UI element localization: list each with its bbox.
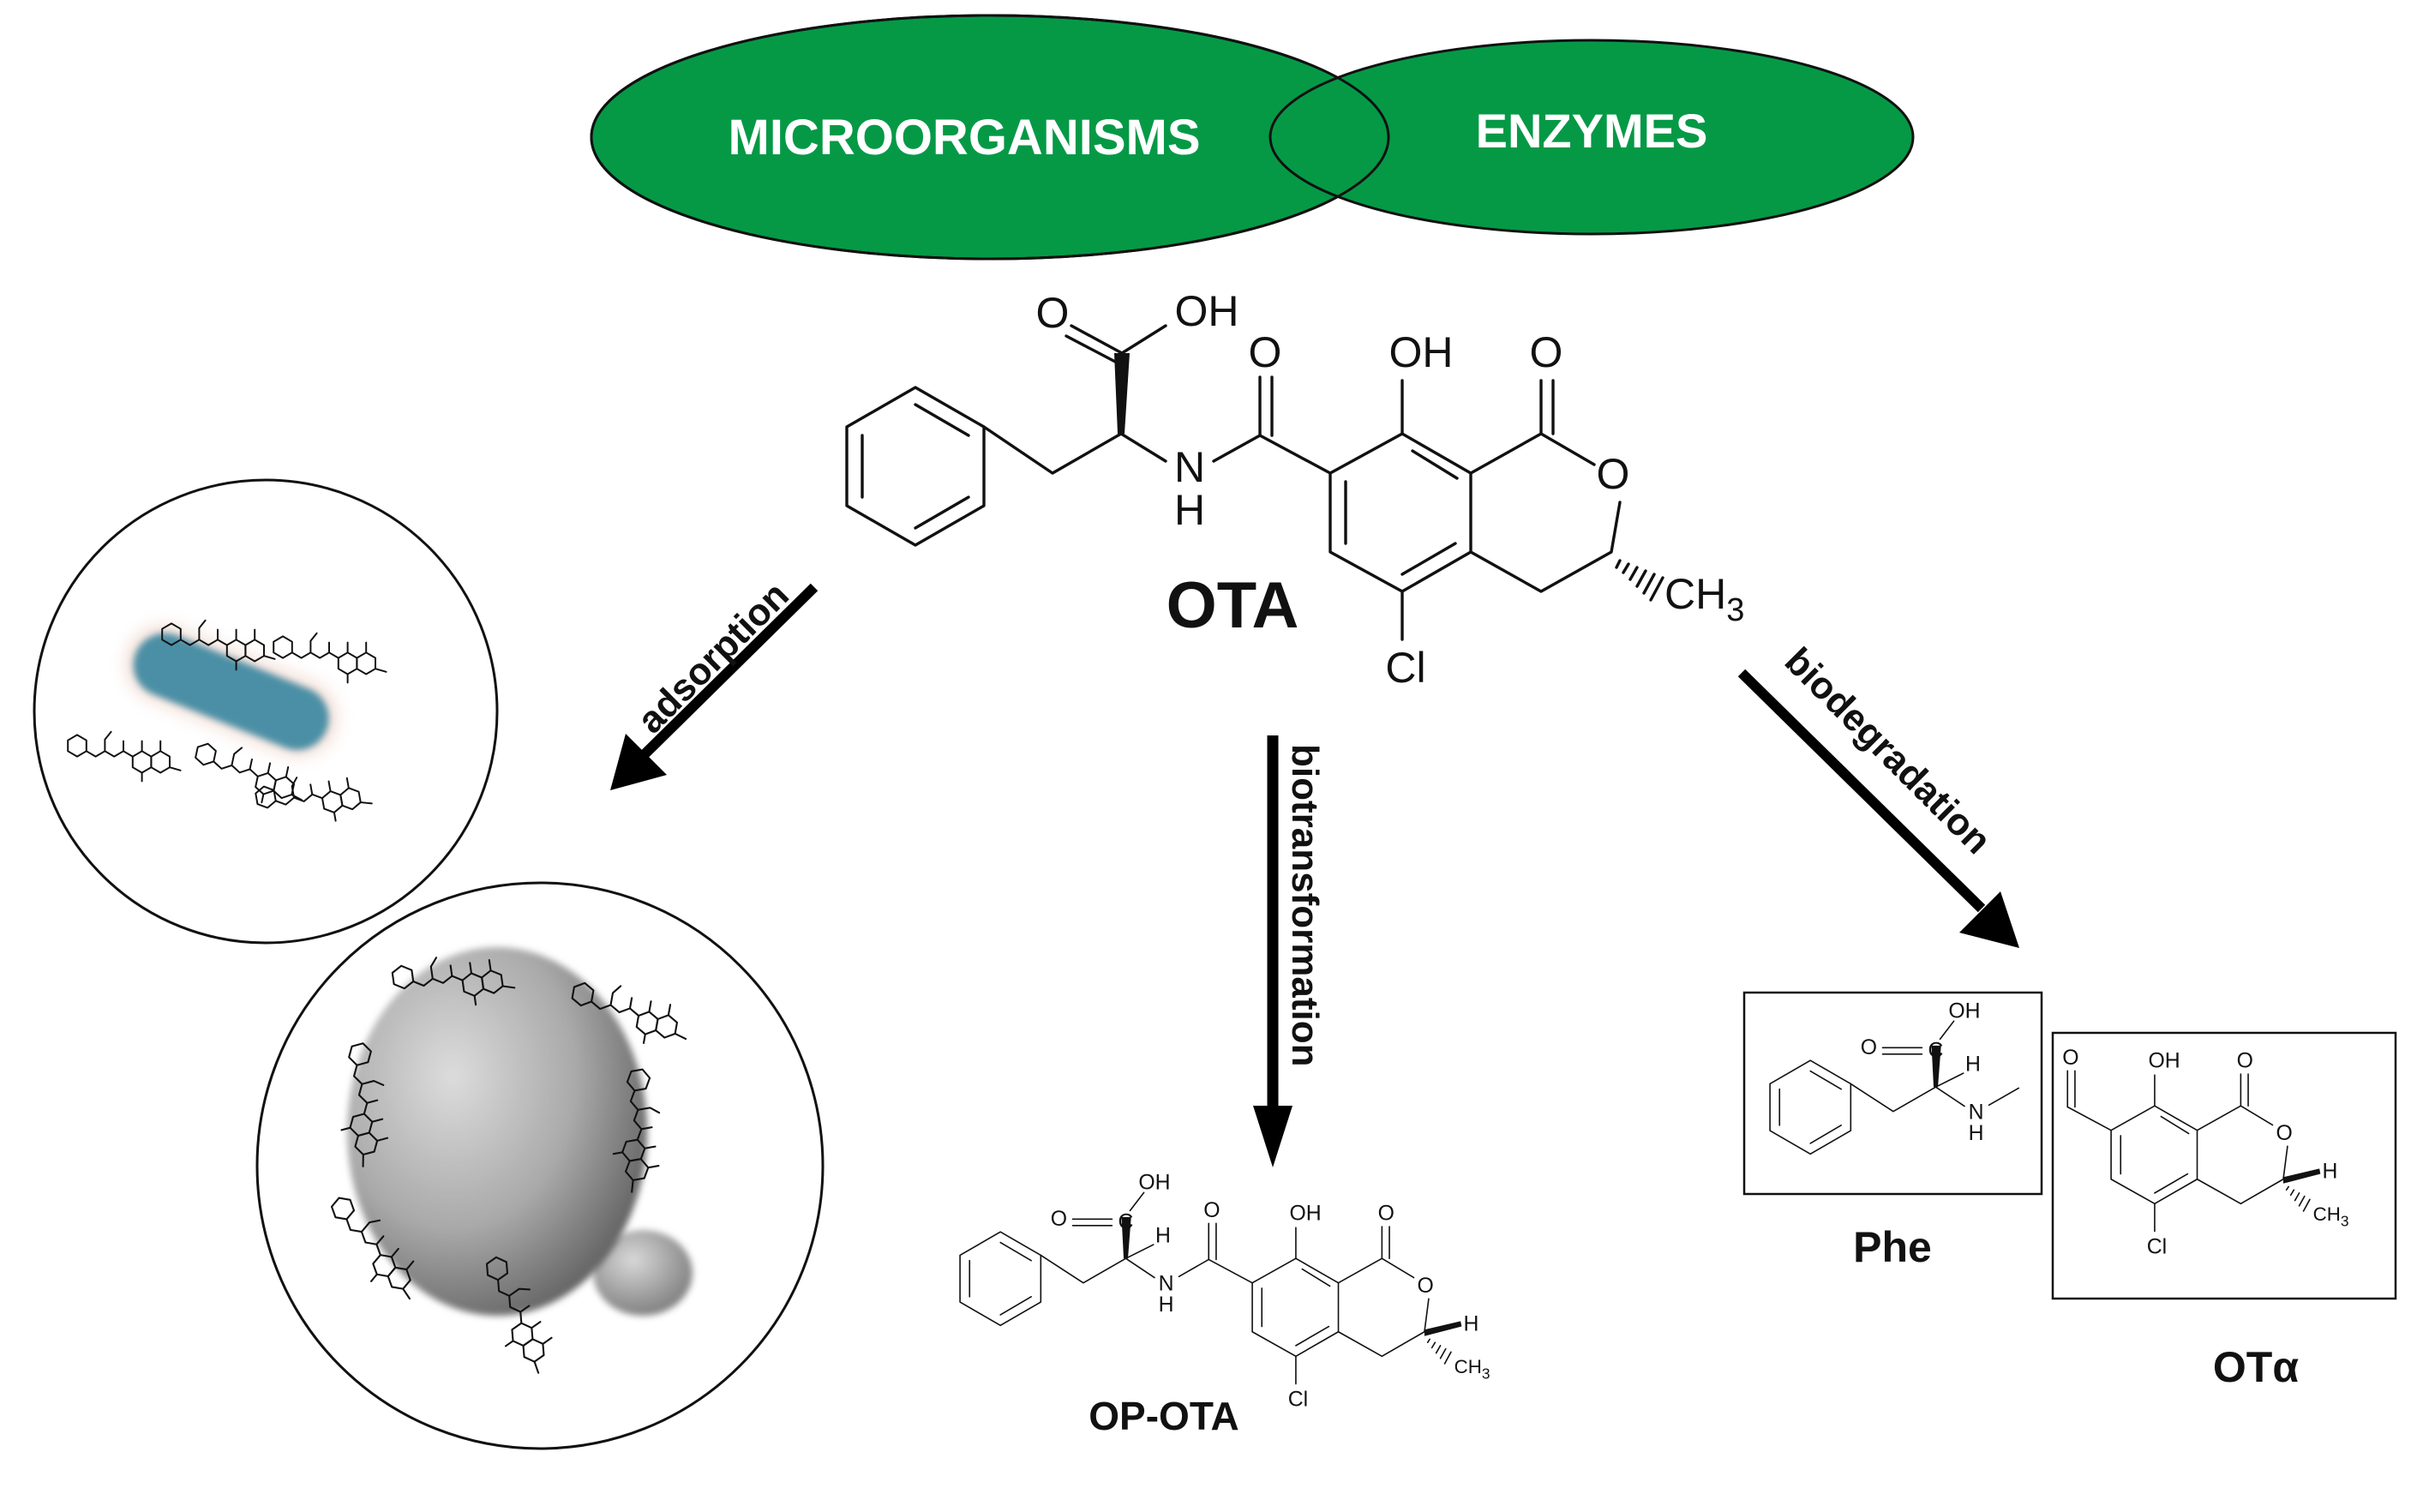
op-ota-atom-oh: OH: [1138, 1172, 1170, 1195]
ota-label: OTA: [1167, 569, 1299, 642]
pathway-arrows: adsorption biotransformation biodegradat…: [610, 574, 2019, 1167]
op-ota-atom-h-alpha: H: [1155, 1225, 1171, 1248]
ota-alpha-atom-cl: Cl: [2147, 1236, 2167, 1259]
adsorption-label: adsorption: [629, 574, 796, 741]
op-ota-atom-h-stereo: H: [1464, 1313, 1479, 1336]
biodegradation-label: biodegradation: [1777, 639, 1999, 861]
ota-atom-lactone-o: O: [1530, 328, 1563, 376]
op-ota-structure: O C OH H N H O OH Cl O O H: [959, 1172, 1490, 1412]
ota-atom-amide-o: O: [1249, 328, 1282, 376]
bacterium-circle: [33, 478, 499, 945]
ota-atom-o: O: [1036, 289, 1070, 337]
op-ota-atom-amide-o: O: [1203, 1199, 1220, 1222]
ota-atom-ch3: CH3: [1664, 570, 1744, 628]
phe-label: Phe: [1853, 1223, 1932, 1271]
source-ellipses: MICROORGANISMS ENZYMES: [590, 14, 1915, 261]
ota-atom-oh: OH: [1175, 287, 1239, 335]
yeast-cell: [347, 947, 693, 1316]
phe-box: O C OH H N H: [1742, 991, 2043, 1196]
biotransformation-label: biotransformation: [1284, 744, 1326, 1066]
yeast-circle: [255, 881, 825, 1450]
phe-atom-n-h: H: [1969, 1122, 1984, 1145]
op-ota-label: OP-OTA: [1089, 1394, 1238, 1438]
phe-structure: O C OH H N H: [1769, 1000, 2020, 1155]
enzymes-label: ENZYMES: [1476, 104, 1708, 158]
ota-alpha-atom-h-stereo: H: [2323, 1161, 2338, 1184]
microorganisms-label: MICROORGANISMS: [729, 110, 1201, 165]
op-ota-atom-ch3: CH3: [1454, 1356, 1490, 1382]
ota-alpha-atom-ch3: CH3: [2313, 1203, 2349, 1229]
ota-structure: O OH N H O OH Cl O O: [845, 287, 1744, 692]
phe-atom-c: C: [1928, 1039, 1944, 1062]
ota-alpha-box: O OH Cl O O H CH3: [2051, 1031, 2397, 1300]
biotransformation-arrow: [1253, 735, 1292, 1167]
ota-atom-phenol-oh: OH: [1389, 328, 1454, 376]
ota-atom-n: N: [1174, 443, 1205, 491]
phe-atom-n: N: [1969, 1101, 1984, 1124]
ota-atom-ring-o: O: [1597, 450, 1630, 498]
ota-atom-cl: Cl: [1385, 644, 1425, 692]
op-ota-atom-n: N: [1159, 1272, 1174, 1295]
ota-alpha-structure: O OH Cl O O H CH3: [2062, 1047, 2348, 1259]
ota-alpha-atom-lactone-o: O: [2237, 1050, 2253, 1073]
phe-atom-h-alpha: H: [1965, 1053, 1981, 1077]
op-ota-atom-c: C: [1119, 1210, 1134, 1233]
op-ota-atom-ring-o: O: [1418, 1275, 1434, 1298]
op-ota-atom-phenol-oh: OH: [1289, 1203, 1321, 1226]
phe-atom-o: O: [1861, 1036, 1877, 1059]
phe-atom-oh: OH: [1948, 1000, 1980, 1023]
op-ota-atom-o: O: [1051, 1208, 1067, 1231]
ota-atom-nh-h: H: [1174, 486, 1205, 534]
op-ota-atom-n-h: H: [1159, 1293, 1174, 1317]
ota-alpha-label: OTα: [2213, 1343, 2299, 1391]
enzymes-ellipse: [1268, 39, 1915, 236]
ota-alpha-atom-phenol-oh: OH: [2148, 1050, 2180, 1073]
bacterium-cell: [125, 624, 338, 758]
ota-alpha-atom-amide-o: O: [2062, 1047, 2078, 1070]
ota-alpha-atom-ring-o: O: [2276, 1122, 2293, 1145]
biodegradation-arrow: [1737, 669, 2019, 948]
op-ota-atom-cl: Cl: [1288, 1389, 1308, 1412]
op-ota-atom-lactone-o: O: [1378, 1203, 1394, 1226]
microorganisms-outline: [590, 14, 1390, 261]
adsorption-arrow: [610, 583, 819, 790]
